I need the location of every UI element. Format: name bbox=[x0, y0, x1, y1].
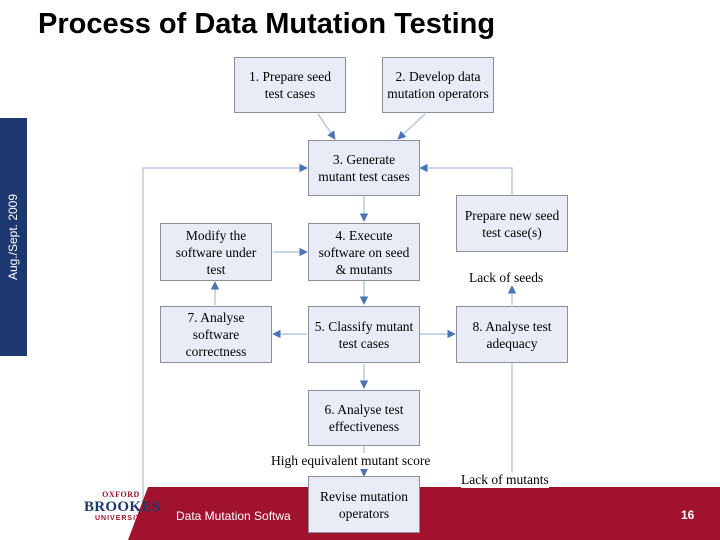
node-prepare-new-seed: Prepare new seed test case(s) bbox=[456, 195, 568, 252]
node-analyse-effectiveness: 6. Analyse test effectiveness bbox=[308, 390, 420, 446]
page-number: 16 bbox=[681, 508, 695, 522]
footer-band bbox=[148, 487, 720, 540]
logo-line-brookes: BROOKES bbox=[84, 499, 161, 515]
edge-operators-to-generate bbox=[397, 113, 426, 140]
edge-prepare-to-generate bbox=[317, 113, 336, 140]
label-high-equivalent: High equivalent mutant score bbox=[271, 453, 431, 469]
logo-line-university: UNIVERSITY bbox=[94, 515, 147, 522]
university-logo: OXFORD BROOKES UNIVERSITY bbox=[84, 490, 161, 523]
node-classify: 5. Classify mutant test cases bbox=[308, 306, 420, 363]
label-lack-of-seeds: Lack of seeds bbox=[469, 270, 544, 286]
node-analyse-adequacy: 8. Analyse test adequacy bbox=[456, 306, 568, 363]
node-execute: 4. Execute software on seed & mutants bbox=[308, 223, 420, 281]
node-generate: 3. Generate mutant test cases bbox=[308, 140, 420, 196]
node-analyse-correctness: 7. Analyse software correctness bbox=[160, 306, 272, 363]
slide-title: Process of Data Mutation Testing bbox=[38, 8, 496, 40]
label-lack-of-mutants: Lack of mutants bbox=[461, 472, 549, 488]
node-revise-operators: Revise mutation operators bbox=[308, 476, 420, 533]
footer-title: Data Mutation Softwa bbox=[176, 509, 291, 523]
node-develop-operators: 2. Develop data mutation operators bbox=[382, 57, 494, 113]
node-modify-software: Modify the software under test bbox=[160, 223, 272, 281]
logo-line-oxford: OXFORD bbox=[102, 490, 140, 499]
node-prepare-seed: 1. Prepare seed test cases bbox=[234, 57, 346, 113]
edge-newseed-to-generate bbox=[419, 163, 513, 195]
date-sidebar bbox=[0, 118, 27, 356]
footer-wedge bbox=[128, 487, 148, 540]
